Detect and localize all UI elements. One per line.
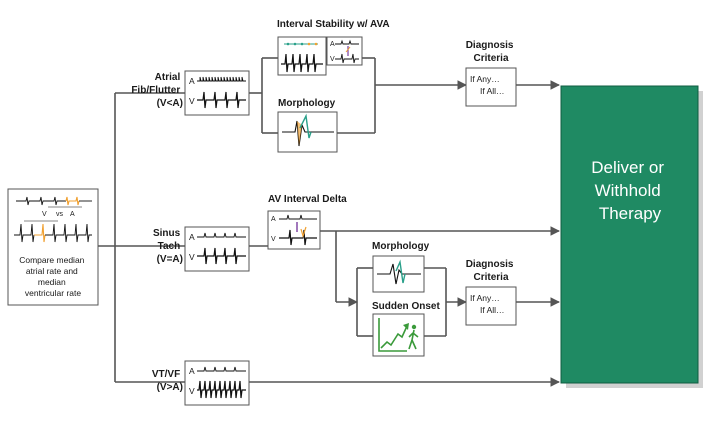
- ava-a-label: A: [330, 41, 335, 48]
- input-caption-line-3: median: [38, 277, 66, 287]
- vt-rhythm-strip: A V: [184, 360, 250, 406]
- sudden-onset-label: Sudden Onset: [372, 301, 440, 312]
- diagnosis-st-box: If Any… If All…: [465, 286, 517, 326]
- diagnosis-st-title-line-1: Diagnosis: [466, 259, 514, 270]
- diagnosis-af-box: If Any… If All…: [465, 67, 517, 107]
- morphology-af-label: Morphology: [278, 98, 336, 109]
- diagnosis-af-if-all: If All…: [480, 86, 505, 96]
- therapy-line-2: Withhold: [595, 181, 661, 200]
- diagnosis-af-title-line-2: Criteria: [473, 53, 508, 64]
- av-interval-delta-label: AV Interval Delta: [268, 194, 347, 205]
- morphology-st-box: [372, 255, 425, 293]
- af-strip-v-label: V: [189, 96, 195, 106]
- vt-strip-v-label: V: [189, 386, 195, 396]
- input-caption-line-1: Compare median: [19, 255, 84, 265]
- diagnosis-af-if-any: If Any…: [470, 74, 500, 84]
- morphology-st-label: Morphology: [372, 241, 430, 252]
- input-vs-label: vs: [56, 211, 64, 218]
- avd-v-label: V: [271, 236, 276, 243]
- vt-label-line-1: VT/VF: [152, 369, 180, 380]
- interval-stability-box: [277, 36, 327, 76]
- avd-a-label: A: [271, 216, 276, 223]
- diagnosis-st-if-all: If All…: [480, 305, 505, 315]
- therapy-line-1: Deliver or: [591, 158, 664, 177]
- st-branch-label: Sinus Tach (V=A): [153, 228, 183, 265]
- input-caption-line-4: ventricular rate: [25, 288, 81, 298]
- vt-branch-label: VT/VF (V>A): [152, 369, 183, 393]
- therapy-box: Deliver or Withhold Therapy: [560, 85, 703, 388]
- af-strip-a-label: A: [189, 76, 195, 86]
- input-top-strip: [16, 196, 92, 208]
- ava-v-label: V: [330, 56, 335, 63]
- input-a-label: A: [70, 211, 75, 218]
- av-interval-delta-box: A V: [267, 210, 321, 250]
- st-label-line-1: Sinus: [153, 228, 181, 239]
- connector-lines: [98, 57, 560, 387]
- af-rhythm-strip: A V: [184, 70, 250, 116]
- af-label-line-3: (V<A): [157, 98, 183, 109]
- diagnosis-af-title-line-1: Diagnosis: [466, 40, 514, 51]
- vt-label-line-2: (V>A): [157, 382, 183, 393]
- af-label-line-1: Atrial: [155, 72, 181, 83]
- interval-stability-label: Interval Stability w/ AVA: [277, 19, 390, 30]
- af-branch-label: Atrial Fib/Flutter (V<A): [131, 72, 183, 109]
- st-strip-a-label: A: [189, 232, 195, 242]
- sudden-onset-icon: [378, 318, 419, 352]
- therapy-label: Deliver or Withhold Therapy: [591, 158, 668, 223]
- morphology-af-box: [277, 111, 338, 153]
- input-box: V vs A Compare median atrial rate and me…: [7, 188, 99, 306]
- st-strip-v-label: V: [189, 252, 195, 262]
- st-rhythm-strip: A V: [184, 226, 250, 272]
- input-caption: Compare median atrial rate and median ve…: [19, 255, 87, 298]
- ava-box: A V: [326, 36, 363, 66]
- input-v-label: V: [42, 211, 47, 218]
- sudden-onset-box: [372, 313, 425, 357]
- vt-strip-a-label: A: [189, 366, 195, 376]
- input-bottom-strip: [14, 220, 92, 243]
- af-label-line-2: Fib/Flutter: [131, 85, 180, 96]
- diagnosis-st-title-line-2: Criteria: [473, 272, 508, 283]
- diagnosis-af-title: Diagnosis Criteria: [466, 40, 517, 64]
- therapy-line-3: Therapy: [599, 204, 662, 223]
- input-caption-line-2: atrial rate and: [26, 266, 78, 276]
- st-label-line-3: (V=A): [157, 254, 183, 265]
- diagnosis-st-if-any: If Any…: [470, 293, 500, 303]
- diagnosis-st-title: Diagnosis Criteria: [466, 259, 517, 283]
- st-label-line-2: Tach: [158, 241, 181, 252]
